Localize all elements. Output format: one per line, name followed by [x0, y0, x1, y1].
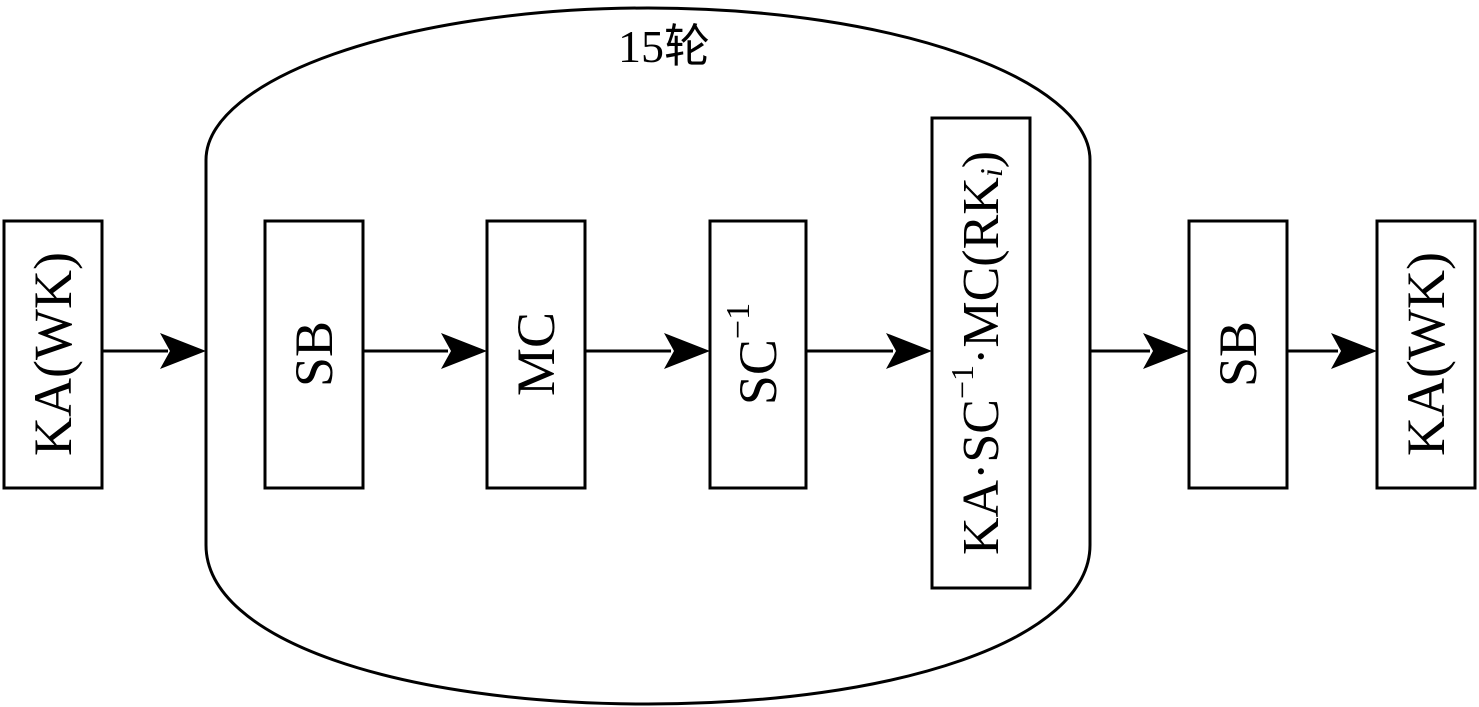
block-sb-inner-label: SB	[284, 321, 344, 387]
arrow-mc-to-sc	[585, 333, 710, 369]
block-ka-wk-last-label: KA(WK)	[1396, 252, 1456, 456]
arrow-loop-to-sb	[1090, 333, 1189, 369]
loop-label: 15轮	[618, 21, 710, 72]
block-mc-label: MC	[506, 312, 566, 396]
arrow-sb-to-ka	[1287, 333, 1377, 369]
round-loop-enclosure	[204, 6, 1092, 706]
arrow-sc-to-combined	[806, 333, 932, 369]
block-sc-inverse-label: SC−1	[720, 303, 789, 405]
block-ka-wk-first-label: KA(WK)	[23, 252, 83, 456]
block-combined: KA·SC−1·MC(RKi)	[930, 116, 1032, 590]
arrow-sb-to-mc	[363, 333, 487, 369]
block-ka-wk-first: KA(WK)	[2, 219, 104, 490]
block-sb-inner: SB	[263, 219, 365, 490]
arrow-ka-to-loop	[102, 333, 206, 369]
block-mc: MC	[485, 219, 587, 490]
block-sc-inverse: SC−1	[708, 219, 808, 490]
block-sb-final-label: SB	[1208, 321, 1268, 387]
block-combined-label: KA·SC−1·MC(RKi)	[944, 151, 1010, 555]
block-sb-final: SB	[1187, 219, 1289, 490]
block-ka-wk-last: KA(WK)	[1375, 219, 1477, 490]
